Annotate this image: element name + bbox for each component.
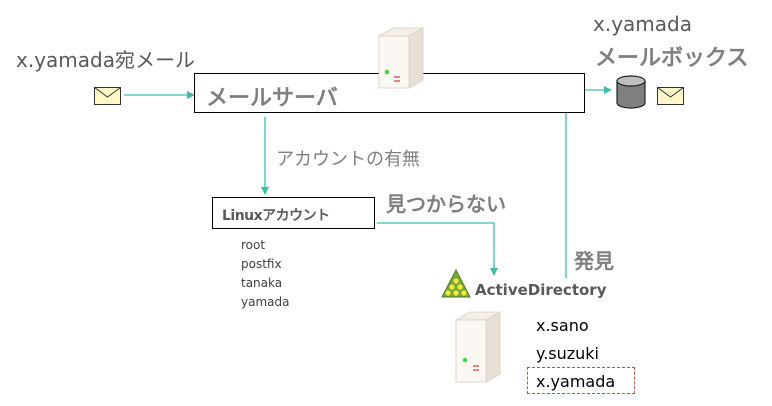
list-item: yamada (241, 295, 290, 309)
list-item: root (241, 238, 266, 252)
envelope-icon (94, 87, 121, 105)
list-item: x.sano (536, 316, 589, 335)
active-directory-icon (441, 268, 471, 298)
not-found-label: 見つからない (386, 192, 506, 216)
linux-account-box (212, 197, 375, 229)
list-item: postfix (241, 257, 282, 271)
database-icon (616, 75, 646, 109)
mailbox-label: メールボックス (595, 46, 749, 71)
server-icon (454, 311, 502, 383)
server-icon (377, 27, 425, 89)
mail-server-label: メールサーバ (206, 86, 338, 111)
found-label: 発見 (574, 249, 614, 273)
list-item: y.suzuki (536, 344, 599, 363)
account-check-label: アカウントの有無 (276, 149, 420, 170)
mailbox-user-label: x.yamada (593, 12, 692, 36)
highlight-box (527, 367, 635, 394)
ad-account-list: x.sano y.suzuki x.yamada (536, 312, 615, 396)
arrow-linux-to-ad (377, 222, 498, 276)
incoming-mail-label: x.yamada宛メール (16, 48, 195, 72)
envelope-icon (657, 87, 684, 105)
linux-account-label: Linuxアカウント (222, 208, 330, 224)
linux-account-list: root postfix tanaka yamada (241, 236, 289, 312)
list-item: x.yamada (536, 372, 616, 391)
active-directory-label: ActiveDirectory (475, 281, 607, 299)
list-item: tanaka (241, 276, 283, 290)
